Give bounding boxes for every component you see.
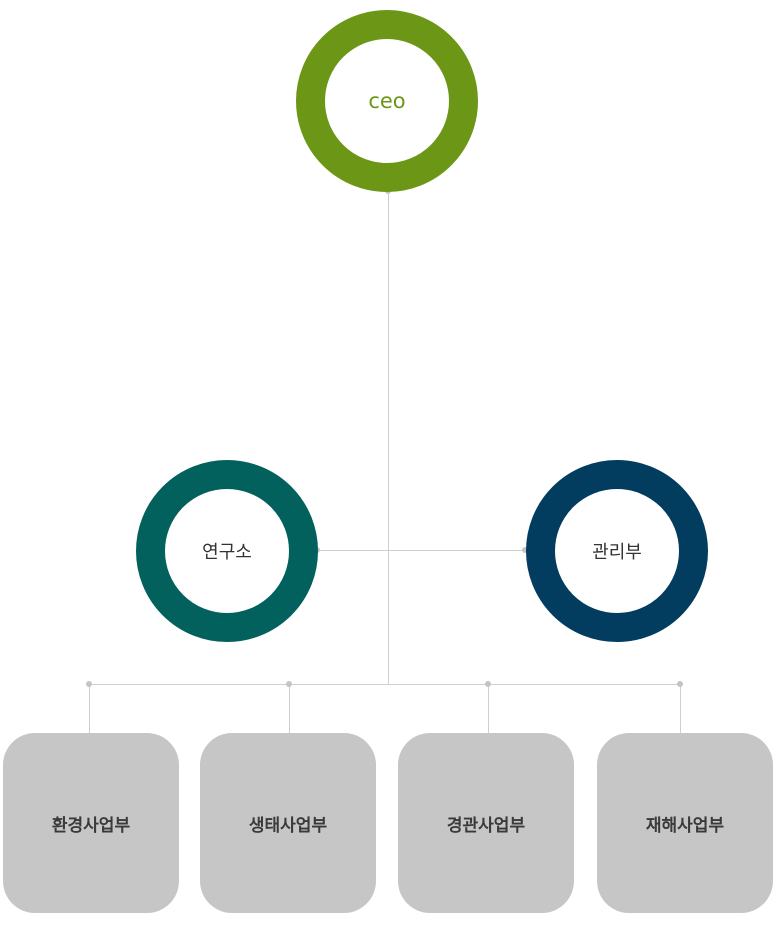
department-drop-line-3: [488, 684, 489, 733]
department-connector-dot-4: [677, 681, 683, 687]
department-box-disaster: 재해사업부: [597, 733, 773, 913]
division-branch-line: [317, 550, 525, 551]
lab-label: 연구소: [202, 542, 252, 563]
department-connector-dot-3: [485, 681, 491, 687]
department-label: 재해사업부: [645, 815, 725, 836]
department-drop-line-4: [680, 684, 681, 733]
lab-node: 연구소: [136, 460, 318, 642]
department-label: 환경사업부: [51, 815, 131, 836]
admin-label: 관리부: [592, 542, 642, 563]
department-label: 생태사업부: [248, 815, 328, 836]
department-connector-dot-2: [286, 681, 292, 687]
department-connector-dot-1: [86, 681, 92, 687]
department-box-environment: 환경사업부: [3, 733, 179, 913]
ceo-node: ceo: [296, 10, 478, 192]
department-branch-line: [89, 684, 680, 685]
admin-connector-dot: [522, 547, 528, 553]
department-drop-line-1: [89, 684, 90, 733]
ceo-label: ceo: [368, 89, 406, 113]
department-label: 경관사업부: [446, 815, 526, 836]
department-drop-line-2: [289, 684, 290, 733]
ceo-trunk-line: [388, 191, 389, 684]
department-box-landscape: 경관사업부: [398, 733, 574, 913]
admin-node: 관리부: [526, 460, 708, 642]
department-box-ecology: 생태사업부: [200, 733, 376, 913]
